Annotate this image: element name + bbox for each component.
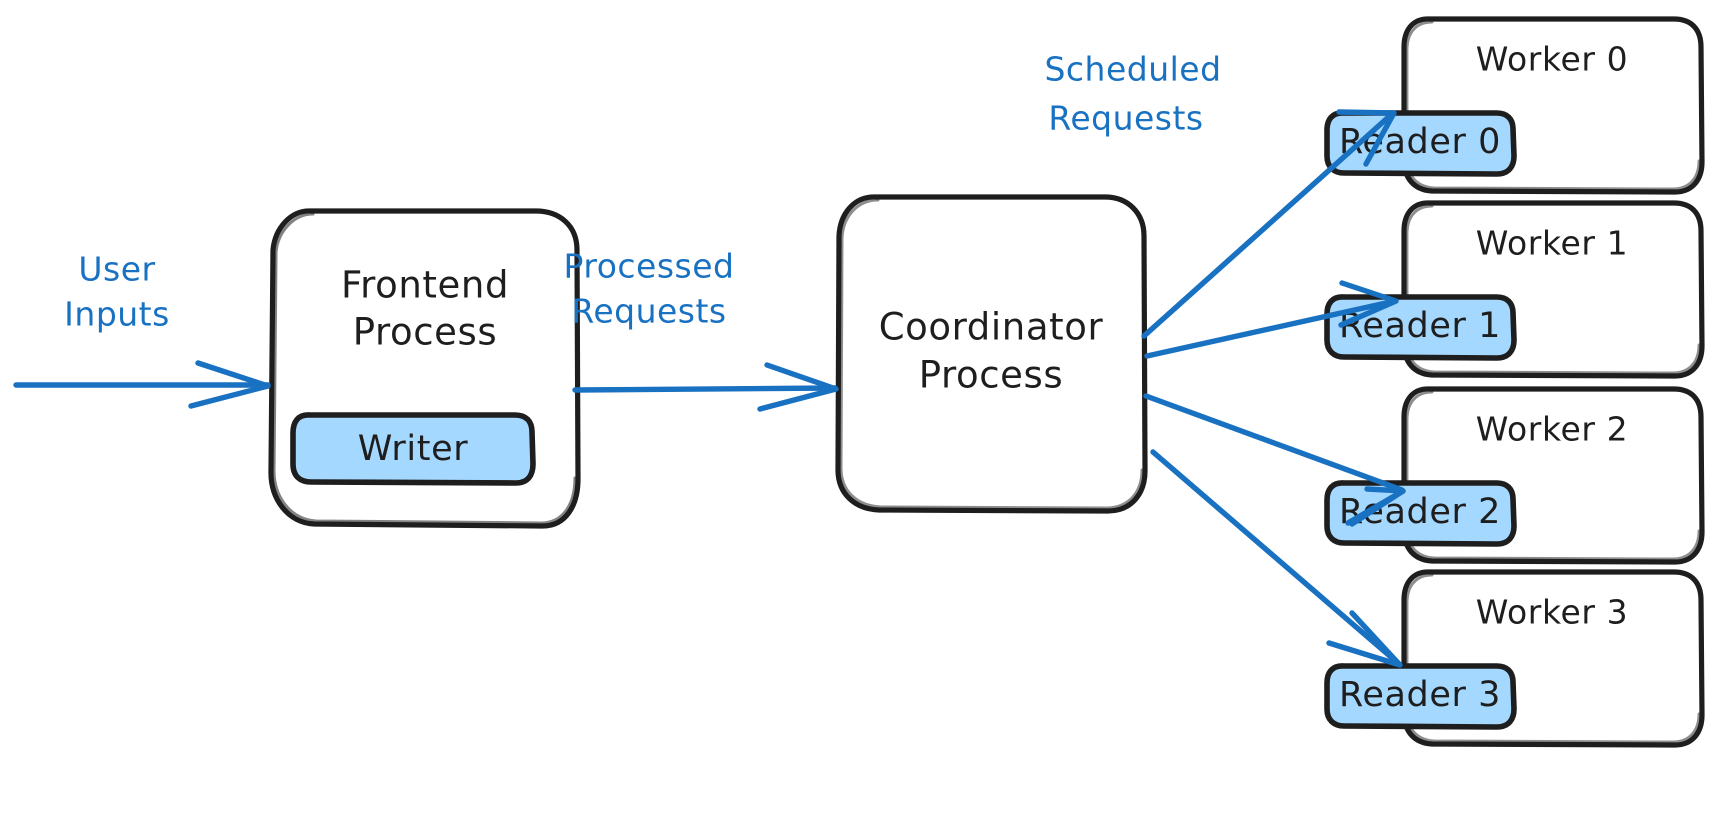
node-worker-1[interactable]: Worker 1 Reader 1 [1324, 200, 1705, 379]
worker-2-outline-sketch [1405, 390, 1701, 561]
processed-requests-label-line2: Requests [571, 292, 726, 331]
arrow-worker-3-shaft [1150, 449, 1402, 667]
worker-3-label: Worker 3 [1476, 593, 1629, 632]
edge-scheduled-requests[interactable]: Scheduled Requests [1044, 50, 1406, 668]
worker-3-outline [1401, 569, 1705, 748]
scheduled-requests-label-line1: Scheduled [1044, 50, 1221, 89]
reader-0-label: Reader 0 [1339, 122, 1501, 162]
reader-2-fill [1328, 483, 1513, 543]
arrow-worker-0-head [1336, 109, 1397, 167]
worker-1-label: Worker 1 [1476, 224, 1629, 263]
user-inputs-arrow-head [188, 360, 271, 409]
arrow-worker-2-shaft [1143, 393, 1405, 493]
reader-3-label: Reader 3 [1339, 675, 1501, 715]
arrow-worker-0-shaft [1141, 110, 1396, 339]
edge-user-inputs[interactable]: User Inputs [13, 250, 271, 409]
arrow-worker-3-head [1326, 610, 1403, 668]
worker-0-label: Worker 0 [1476, 40, 1629, 79]
worker-0-outline [1401, 16, 1705, 195]
arrow-worker-2-head-lower [1345, 488, 1406, 526]
coordinator-process-label-line1: Coordinator [879, 306, 1104, 349]
edge-coordinator-to-worker-2 [1143, 393, 1406, 527]
edge-coordinator-to-worker-1 [1144, 280, 1399, 359]
user-inputs-label-line1: User [78, 250, 155, 289]
reader-3-outline [1324, 663, 1517, 730]
edge-processed-requests[interactable]: Processed Requests [564, 247, 839, 412]
node-worker-3[interactable]: Worker 3 Reader 3 [1324, 569, 1705, 748]
node-frontend-process[interactable]: Frontend Process Writer [268, 208, 581, 529]
worker-3-outline-sketch [1405, 573, 1701, 744]
node-writer[interactable]: Writer [290, 412, 536, 486]
processed-requests-arrow-shaft [572, 385, 838, 393]
worker-1-outline-sketch [1405, 204, 1701, 375]
worker-2-outline [1401, 386, 1705, 565]
reader-0-outline [1324, 110, 1517, 177]
arrow-worker-1-head [1338, 280, 1399, 328]
worker-1-outline [1401, 200, 1705, 379]
frontend-process-label-line1: Frontend [341, 264, 509, 307]
worker-0-outline-sketch [1405, 20, 1701, 191]
processed-requests-label-line1: Processed [564, 247, 735, 286]
node-worker-0[interactable]: Worker 0 Reader 0 [1324, 16, 1705, 195]
user-inputs-label-line2: Inputs [64, 295, 170, 334]
writer-fill [294, 415, 532, 482]
frontend-process-outline [268, 208, 581, 529]
node-reader-2[interactable]: Reader 2 [1324, 480, 1517, 547]
reader-1-outline [1324, 294, 1517, 361]
frontend-process-label-line2: Process [353, 311, 498, 354]
reader-1-label: Reader 1 [1339, 306, 1501, 346]
coordinator-process-outline [835, 194, 1148, 514]
reader-3-fill [1328, 666, 1513, 726]
arrow-worker-1-shaft [1144, 298, 1398, 359]
worker-2-label: Worker 2 [1476, 410, 1629, 449]
frontend-process-outline-sketch [272, 212, 577, 525]
scheduled-requests-label-line2: Requests [1048, 99, 1203, 138]
coordinator-process-outline-sketch [839, 198, 1144, 510]
edge-coordinator-to-worker-3 [1150, 449, 1403, 668]
processed-requests-arrow-head [757, 362, 839, 412]
node-worker-2[interactable]: Worker 2 Reader 2 [1324, 386, 1705, 565]
reader-2-outline [1324, 480, 1517, 547]
writer-outline [290, 412, 536, 486]
writer-label: Writer [358, 429, 468, 469]
node-reader-3[interactable]: Reader 3 [1324, 663, 1517, 730]
edge-coordinator-to-worker-0 [1141, 109, 1397, 339]
coordinator-process-label-line2: Process [919, 354, 1064, 397]
node-coordinator-process[interactable]: Coordinator Process [835, 194, 1148, 514]
node-reader-1[interactable]: Reader 1 [1324, 294, 1517, 361]
